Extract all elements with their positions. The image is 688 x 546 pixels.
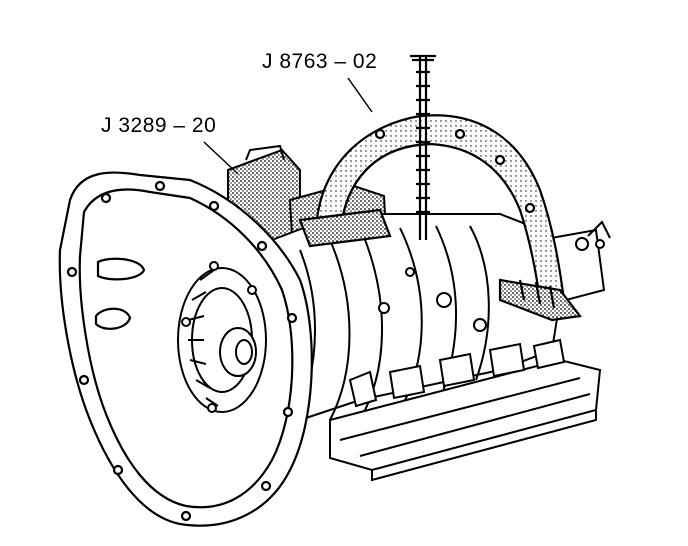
- input-shaft: [178, 262, 266, 412]
- oil-pan: [330, 340, 600, 480]
- support-arch-j8763-02: [300, 56, 580, 320]
- callout-j8763-02: J 8763 – 02: [262, 50, 378, 73]
- leader-lines: [204, 78, 372, 174]
- callout-j3289-20: J 3289 – 20: [101, 114, 217, 137]
